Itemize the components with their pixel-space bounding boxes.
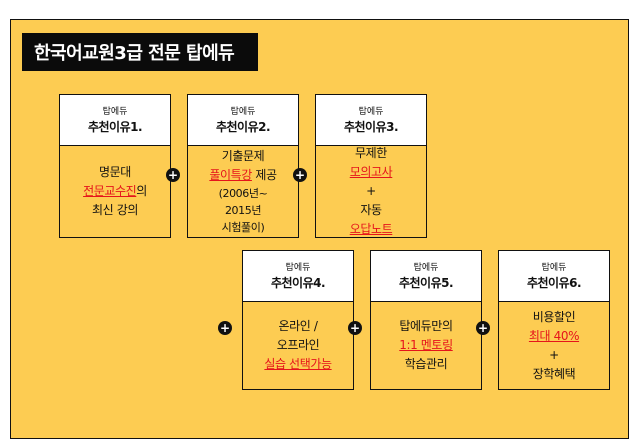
- body-text: 온라인 /: [278, 319, 318, 333]
- card-brand: 탑에듀: [413, 262, 439, 273]
- body-text: 의: [136, 184, 147, 198]
- card-line: 시험풀이): [222, 219, 265, 236]
- card-title: 추천이유3.: [343, 119, 399, 134]
- highlight-text: 풀이특강: [209, 168, 252, 182]
- card-brand: 탑에듀: [230, 106, 256, 117]
- card-line: 명문대: [99, 163, 131, 182]
- body-text: (2006년~: [218, 187, 268, 200]
- card-title: 추천이유1.: [87, 119, 143, 134]
- card-line: 오답노트: [350, 220, 393, 239]
- card-line: 1:1 멘토링: [399, 336, 453, 355]
- plus-icon: +: [166, 168, 180, 182]
- card-line: 기출문제: [222, 147, 265, 166]
- card-line: 온라인 /: [279, 317, 318, 336]
- body-text: 시험풀이): [221, 221, 265, 234]
- card-line: 오프라인: [277, 336, 320, 355]
- body-text: 2015년: [224, 204, 262, 217]
- body-text: +: [366, 184, 376, 198]
- body-text: 자동: [360, 203, 382, 217]
- card-line: 전문교수진의: [83, 182, 147, 201]
- plus-icon: +: [293, 168, 307, 182]
- highlight-text: 전문교수진: [83, 184, 137, 198]
- card-line: 모의고사: [350, 163, 393, 182]
- card-title: 추천이유4.: [270, 275, 326, 290]
- card-line: 비용할인: [533, 308, 576, 327]
- body-text: 장학혜택: [532, 366, 576, 381]
- body-text: 탑에듀만의: [399, 319, 453, 333]
- card-line: 자동: [360, 201, 382, 220]
- card-title: 추천이유5.: [398, 275, 454, 290]
- highlight-text: 1:1 멘토링: [399, 338, 453, 352]
- card-line: 2015년: [224, 202, 262, 219]
- card-title: 추천이유6.: [526, 275, 582, 290]
- card-line: 실습 선택가능: [264, 355, 332, 374]
- body-text: 오프라인: [276, 338, 320, 352]
- highlight-text: 오답노트: [349, 222, 393, 236]
- page-title: 한국어교원3급 전문 탑에듀: [22, 33, 258, 71]
- body-text: 제공: [251, 168, 277, 182]
- plus-icon: +: [476, 321, 490, 335]
- card-line: +: [366, 182, 376, 201]
- card-line: +: [549, 346, 559, 365]
- card-brand: 탑에듀: [358, 106, 384, 117]
- card-brand: 탑에듀: [541, 262, 567, 273]
- card-line: 무제한: [355, 144, 387, 163]
- card-line: 최대 40%: [528, 327, 580, 346]
- card-line: 학습관리: [405, 355, 448, 374]
- body-text: 비용할인: [532, 309, 576, 324]
- highlight-text: 최대 40%: [528, 328, 580, 343]
- card-brand: 탑에듀: [102, 106, 128, 117]
- card-line: (2006년~: [219, 185, 268, 202]
- card-line: 탑에듀만의: [399, 317, 453, 336]
- plus-icon: +: [348, 321, 362, 335]
- card-brand: 탑에듀: [285, 262, 311, 273]
- body-text: 명문대: [99, 165, 131, 179]
- card-title: 추천이유2.: [215, 119, 271, 134]
- highlight-text: 모의고사: [349, 165, 393, 179]
- body-text: 기출문제: [221, 149, 265, 163]
- body-text: 학습관리: [404, 357, 448, 371]
- body-text: 무제한: [355, 146, 387, 160]
- body-text: +: [549, 347, 559, 362]
- card-line: 풀이특강 제공: [209, 166, 277, 185]
- body-text: 최신 강의: [92, 203, 138, 217]
- highlight-text: 실습 선택가능: [264, 357, 332, 371]
- card-line: 최신 강의: [92, 201, 138, 220]
- card-line: 장학혜택: [533, 365, 576, 384]
- plus-icon: +: [218, 321, 232, 335]
